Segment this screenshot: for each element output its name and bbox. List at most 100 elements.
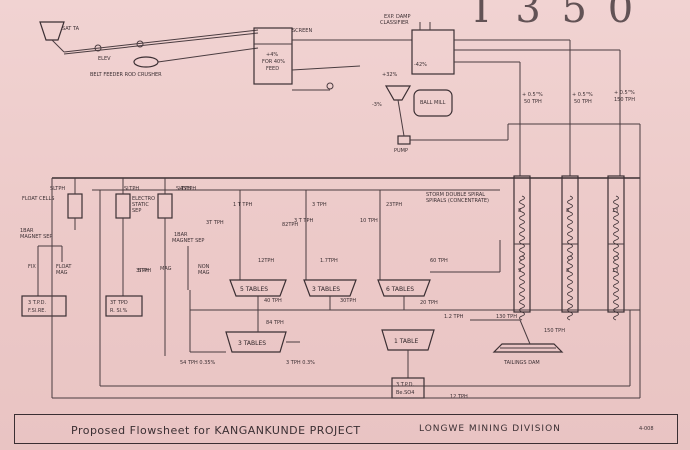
feed-1-tph: 50 TPH <box>524 99 542 105</box>
spiral-3-upper: 13 <box>612 208 618 214</box>
drum-2-name-1: ELECTRO <box>132 196 155 202</box>
spiral-3-lower: 13 <box>612 268 618 274</box>
drum-1-right-out-2: MAG <box>56 270 68 276</box>
flow-f19: 12 TPH <box>450 394 468 400</box>
screen-text-3: FEED <box>266 66 279 72</box>
feed-conveyor: ELEV SCREEN BELT FEEDER ROD CRUSHER <box>63 28 312 78</box>
drum-3-left-out: MAG <box>160 266 172 272</box>
flow-f12: 30TPH <box>340 298 356 304</box>
drawing-number: 4-008 <box>639 426 654 432</box>
ball-mill-label: BALL MILL <box>420 100 446 106</box>
flow-f7: 12TPH <box>258 258 274 264</box>
table-5-label: 1 TABLE <box>394 338 418 345</box>
spiral-2-lower: 8 <box>566 268 569 274</box>
tailings-dam: TAILINGS DAM <box>492 319 564 366</box>
drum-1-name: FLOAT CELLS <box>22 196 54 202</box>
spiral-1-upper: 8 <box>518 208 521 214</box>
flow-f4: 3 TPH <box>312 202 327 208</box>
classifier-section: EXP. DAMP CLASSIFIER -42% +32% BALL MILL… <box>372 14 640 176</box>
flow-f1: 3T TPH <box>206 220 224 226</box>
spiral-column-2: 88 <box>561 175 579 321</box>
drum-separator-3: SLTPH 1BAR MAGNET SEP MAG NON MAG <box>157 186 210 356</box>
screen-top-label: SCREEN <box>292 28 312 34</box>
drum-3-right-out-2: MAG <box>198 270 210 276</box>
drum-separator-2: SLTPH ELECTRO STATIC SEP 3TPH 3T TPD R. … <box>105 186 155 317</box>
drum-1-sub-1: 1BAR <box>20 228 34 234</box>
classifier-label-2: CLASSIFIER <box>380 20 409 26</box>
screen-unit: +4% FOR 40% FEED <box>253 27 412 91</box>
drum-1-box-1: 3 T.P.D. <box>28 300 46 306</box>
classifier-label-1: EXP. DAMP <box>384 14 411 20</box>
title-block: Proposed Flowsheet for KANGANKUNDE PROJE… <box>14 414 678 444</box>
drum-2-name-3: SEP <box>132 208 141 214</box>
drum-3-top: SLTPH <box>176 186 191 192</box>
elev-label: ELEV <box>98 56 111 62</box>
drum-2-name-2: STATIC <box>132 202 149 208</box>
belt-feeder-label: BELT FEEDER ROD CRUSHER <box>90 72 162 78</box>
flow-f18: 45TPH <box>180 186 196 192</box>
drum-separator-1: SLTPH FLOAT CELLS 1BAR MAGNET SEP FIX FL… <box>20 186 83 317</box>
spiral-column-3: 13 13 <box>607 175 625 321</box>
table-2-label: 3 TABLES <box>312 286 340 293</box>
drum-2-box-1: 3T TPD <box>110 300 128 306</box>
flow-f21: 54 TPH 0.35% <box>180 360 216 366</box>
storm-label-1: STORM DOUBLE SPIRAL <box>426 192 485 198</box>
feed-2-pct: + 0.5"% <box>572 92 593 98</box>
flow-f8: 1.7TPH <box>320 258 338 264</box>
table-group-4: 3 TABLES <box>225 331 287 353</box>
drum-1-left-out: FIX <box>28 264 36 270</box>
table-1-label: 5 TABLES <box>240 286 268 293</box>
classifier-overflow: -42% <box>414 62 427 68</box>
flow-f14: 1.2 TPH <box>444 314 464 320</box>
pump-label: PUMP <box>394 148 408 154</box>
drum-3-sub-2: MAGNET SEP <box>172 238 204 244</box>
drum-2-right-out: 3TPH <box>136 268 149 274</box>
spiral-feed-labels: + 0.5"% 50 TPH + 0.5"% 50 TPH + 0.5"% 15… <box>522 90 635 105</box>
drum-1-box-2: F.Sl.RE. <box>28 308 46 314</box>
flow-labels: 3T TPH 1 T TPH 3 T TPH 3 TPH 10 TPH 23TP… <box>138 186 565 400</box>
flow-f13: 84 TPH <box>266 320 284 326</box>
drum-1-top: SLTPH <box>50 186 65 192</box>
spiral-2-upper: 8 <box>566 208 569 214</box>
feed-2-tph: 50 TPH <box>574 99 592 105</box>
spiral-1-lower: 9 <box>518 268 521 274</box>
flow-f15: 130 TPH <box>496 314 517 320</box>
flow-f10: 60 TPH <box>430 258 448 264</box>
concentrate-line-1: 3 T.P.D. <box>396 382 414 388</box>
corner-handwriting: T 3 5 0 <box>468 0 638 32</box>
division-label: LONGWE MINING DIVISION <box>419 424 561 434</box>
project-title: Proposed Flowsheet for KANGANKUNDE PROJE… <box>71 424 361 437</box>
table-group-3: 6 TABLES <box>377 279 431 297</box>
table-group-5: 1 TABLE <box>381 329 435 351</box>
flow-f17: 82TPH <box>282 222 298 228</box>
table-3-label: 6 TABLES <box>386 286 414 293</box>
classifier-underflow: +32% <box>382 72 398 78</box>
drum-2-top: SLTPH <box>124 186 139 192</box>
screen-text-1: +4% <box>266 52 278 58</box>
flow-f3: 3 T TPH <box>294 218 313 224</box>
screen-text-2: FOR 40% <box>262 59 285 65</box>
table-group-1: 5 TABLES <box>229 279 287 297</box>
flow-f5: 10 TPH <box>360 218 378 224</box>
flow-f16: 150 TPH <box>544 328 565 334</box>
flow-f6: 23TPH <box>386 202 402 208</box>
flow-f20: 5TPH <box>138 268 151 274</box>
drum-1-sub-2: MAGNET SEP <box>20 234 52 240</box>
feed-3-tph: 150 TPH <box>614 97 635 103</box>
drum-3-sub-1: 1BAR <box>174 232 188 238</box>
feed-1-pct: + 0.5"% <box>522 92 543 98</box>
flow-f22: 3 TPH 0.3% <box>286 360 315 366</box>
spiral-column-1: 89 <box>513 175 531 321</box>
feed-hopper: SAT TA <box>39 21 80 53</box>
drum-3-right-out-1: NON <box>198 264 210 270</box>
concentrate-line-2: Be.SO4 <box>396 390 414 396</box>
storm-label-2: SPIRALS (CONCENTRATE) <box>426 198 489 204</box>
table-group-2: 3 TABLES <box>303 279 357 297</box>
flow-f11: 40 TPH <box>264 298 282 304</box>
tailings-label: TAILINGS DAM <box>503 360 540 366</box>
concentrate-box: 3 T.P.D. Be.SO4 <box>391 377 425 399</box>
drum-2-box-2: R. Sl.% <box>110 308 128 314</box>
